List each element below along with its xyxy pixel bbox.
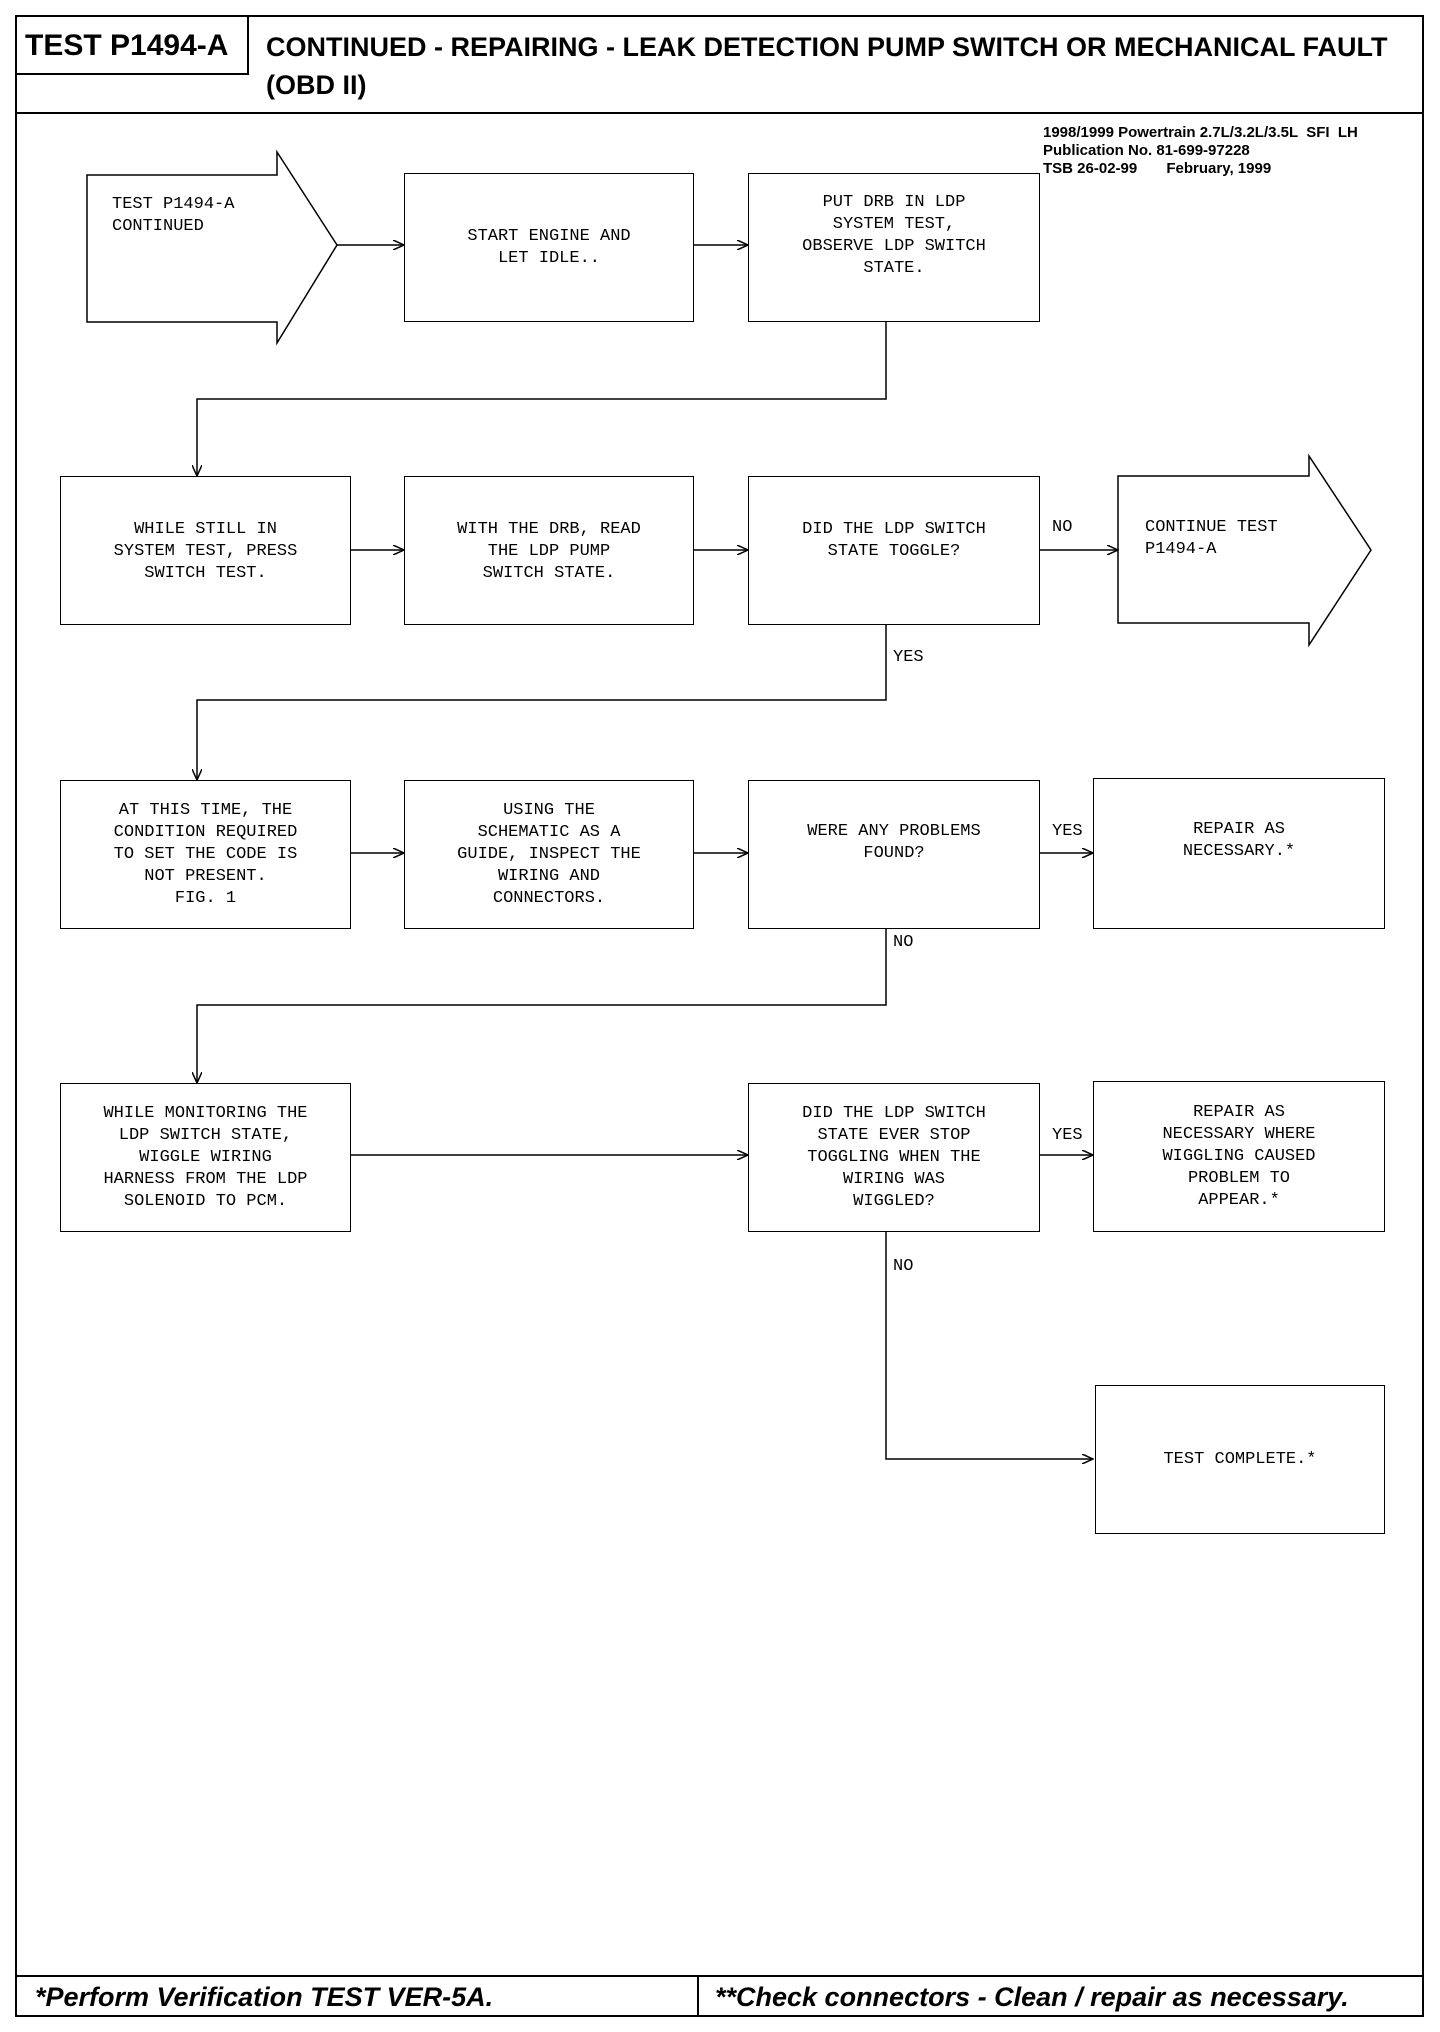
edge-label-no: NO: [893, 933, 914, 952]
test-complete-box: TEST COMPLETE.*: [1095, 1385, 1385, 1534]
edge-label-no: NO: [893, 1257, 914, 1276]
edge-label-yes: YES: [1052, 1126, 1083, 1145]
edge-label-no: NO: [1052, 518, 1073, 537]
test-id: TEST P1494-A: [17, 17, 249, 75]
did-toggle-box: DID THE LDP SWITCH STATE TOGGLE?: [748, 476, 1040, 625]
footer-connectors-note: **Check connectors - Clean / repair as n…: [715, 1982, 1349, 2012]
edge-label-yes: YES: [1052, 822, 1083, 841]
page-frame: [15, 15, 1424, 2017]
continue-arrow-shape: [1117, 453, 1372, 648]
start-engine-box: START ENGINE AND LET IDLE..: [404, 173, 694, 322]
did-stop-box: DID THE LDP SWITCH STATE EVER STOP TOGGL…: [748, 1083, 1040, 1232]
header-bar: [15, 15, 1424, 114]
repair-box-2: REPAIR AS NECESSARY WHERE WIGGLING CAUSE…: [1093, 1081, 1385, 1232]
start-arrow-shape: [86, 149, 338, 346]
put-drb-box: PUT DRB IN LDP SYSTEM TEST, OBSERVE LDP …: [748, 173, 1040, 322]
page-title: CONTINUED - REPAIRING - LEAK DETECTION P…: [266, 32, 1388, 100]
footer-bar: [15, 1975, 1424, 2017]
start-node: TEST P1494-A CONTINUED: [112, 195, 235, 236]
were-problems-box: WERE ANY PROBLEMS FOUND?: [748, 780, 1040, 929]
publication-info: 1998/1999 Powertrain 2.7L/3.2L/3.5L SFI …: [1043, 124, 1358, 178]
publication-line-1: 1998/1999 Powertrain 2.7L/3.2L/3.5L SFI …: [1043, 124, 1358, 141]
edge-label-yes: YES: [893, 648, 924, 667]
continue-test-node: CONTINUE TEST P1494-A: [1145, 518, 1278, 559]
using-schematic-box: USING THE SCHEMATIC AS A GUIDE, INSPECT …: [404, 780, 694, 929]
with-drb-box: WITH THE DRB, READ THE LDP PUMP SWITCH S…: [404, 476, 694, 625]
while-monitoring-box: WHILE MONITORING THE LDP SWITCH STATE, W…: [60, 1083, 351, 1232]
repair-box-1: REPAIR AS NECESSARY.*: [1093, 778, 1385, 929]
while-still-box: WHILE STILL IN SYSTEM TEST, PRESS SWITCH…: [60, 476, 351, 625]
publication-line-3: TSB 26-02-99 February, 1999: [1043, 160, 1272, 177]
at-this-time-box: AT THIS TIME, THE CONDITION REQUIRED TO …: [60, 780, 351, 929]
footer-verification-note: *Perform Verification TEST VER-5A.: [17, 1977, 699, 2017]
publication-line-2: Publication No. 81-699-97228: [1043, 142, 1250, 159]
